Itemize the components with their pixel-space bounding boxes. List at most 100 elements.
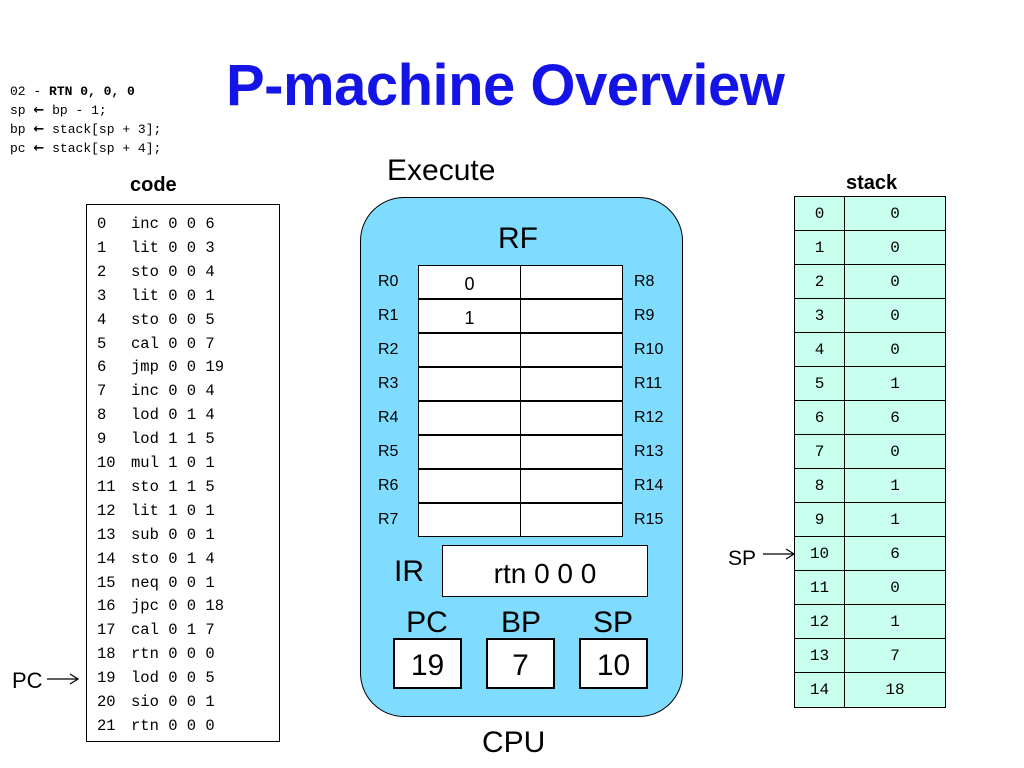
code-line: 8 lod 0 1 4 [97, 403, 215, 427]
code-instruction: jpc 0 0 18 [131, 597, 225, 616]
code-label: code [130, 174, 177, 196]
stack-value: 1 [845, 503, 945, 537]
pseudocode-prefix: bp [10, 122, 34, 137]
code-instruction: lit 0 0 1 [131, 286, 215, 305]
register-cell-r8 [520, 265, 623, 299]
left-arrow-icon: ← [33, 141, 45, 156]
pseudocode-line: sp ← bp - 1; [10, 101, 161, 120]
stack-value: 0 [845, 571, 945, 605]
stack-index: 4 [795, 333, 845, 367]
stack-value: 6 [845, 401, 945, 435]
register-cell-r4 [418, 401, 521, 435]
register-cell-r12 [520, 401, 623, 435]
stack-value: 1 [845, 469, 945, 503]
code-line: 11 sto 1 1 5 [97, 475, 215, 499]
code-line: 16 jpc 0 0 18 [97, 594, 224, 618]
code-line: 6 jmp 0 0 19 [97, 355, 224, 379]
code-instruction: neq 0 0 1 [131, 573, 215, 592]
register-label: R13 [634, 443, 664, 460]
pseudocode-prefix: sp [10, 103, 34, 118]
pseudocode-line: pc ← stack[sp + 4]; [10, 139, 161, 158]
stack-index: 11 [795, 571, 845, 605]
code-instruction: sub 0 0 1 [131, 525, 215, 544]
register-label: R11 [634, 375, 663, 392]
register-label: R5 [378, 443, 399, 460]
register-file-label: RF [498, 222, 538, 255]
stack-index: 7 [795, 435, 845, 469]
register-cell-r5 [418, 435, 521, 469]
code-instruction: mul 1 0 1 [131, 454, 215, 472]
code-instruction: sto 0 0 4 [131, 262, 215, 281]
register-label: R9 [634, 307, 655, 324]
code-line-number: 1 [97, 238, 107, 257]
code-line-number: 6 [97, 358, 107, 377]
register-cell-r11 [520, 367, 623, 401]
code-instruction: lod 0 1 4 [131, 406, 215, 425]
code-instruction: jmp 0 0 19 [131, 358, 225, 377]
code-instruction: cal 0 0 7 [131, 334, 215, 353]
stack-index: 12 [795, 605, 845, 639]
code-instruction: sio 0 0 1 [131, 693, 215, 711]
code-line-number: 16 [97, 597, 116, 616]
code-line-number: 10 [97, 454, 116, 472]
pseudocode-instruction: RTN 0, 0, 0 [49, 84, 135, 99]
execute-label: Execute [387, 154, 496, 187]
pseudocode-prefix: pc [10, 141, 34, 156]
code-line: 5 cal 0 0 7 [97, 332, 215, 356]
pseudocode-text: stack[sp + 4]; [44, 141, 162, 156]
stack-index: 10 [795, 537, 845, 571]
pseudocode-line: bp ← stack[sp + 3]; [10, 120, 161, 139]
stack-index: 5 [795, 367, 845, 401]
code-line: 21 rtn 0 0 0 [97, 714, 215, 738]
register-cell-r10 [520, 333, 623, 367]
register-label: R4 [378, 409, 399, 426]
register-cell-r14 [520, 469, 623, 503]
code-instruction: rtn 0 0 0 [131, 716, 215, 735]
stack-index: 2 [795, 265, 845, 299]
pseudocode-line: 02 - RTN 0, 0, 0 [10, 82, 161, 101]
register-label: R8 [634, 273, 655, 290]
pc-pointer: PC [12, 668, 43, 694]
register-cell-r9 [520, 299, 623, 333]
slide-title: P-machine Overview [226, 53, 785, 118]
ir-label: IR [394, 555, 424, 588]
code-instruction: inc 0 0 4 [131, 382, 215, 401]
stack-value: 0 [845, 265, 945, 299]
register-label: R12 [634, 409, 664, 426]
code-line-number: 8 [97, 406, 107, 425]
code-instruction: rtn 0 0 0 [131, 645, 215, 664]
code-instruction: sto 0 1 4 [131, 549, 215, 568]
code-line-number: 14 [97, 549, 116, 568]
stack-value: 0 [845, 197, 945, 231]
code-line-number: 20 [97, 693, 116, 711]
bp-label: BP [500, 606, 542, 639]
stack-value: 1 [845, 367, 945, 401]
register-cell-r13 [520, 435, 623, 469]
sp-pointer-label: SP [728, 547, 757, 570]
pc-pointer-label: PC [12, 668, 43, 693]
stack-value: 0 [845, 333, 945, 367]
code-line-number: 5 [97, 334, 107, 353]
code-line-number: 11 [97, 477, 116, 496]
register-label: R10 [634, 341, 664, 358]
pseudocode-text: stack[sp + 3]; [44, 122, 162, 137]
sp-register: 10 [579, 638, 648, 689]
register-cell-r3 [418, 367, 521, 401]
code-line-number: 21 [97, 716, 116, 735]
code-instruction: sto 1 1 5 [131, 477, 215, 496]
left-arrow-icon: ← [33, 122, 45, 137]
bp-register: 7 [486, 638, 555, 689]
code-instruction: sto 0 0 5 [131, 310, 215, 329]
